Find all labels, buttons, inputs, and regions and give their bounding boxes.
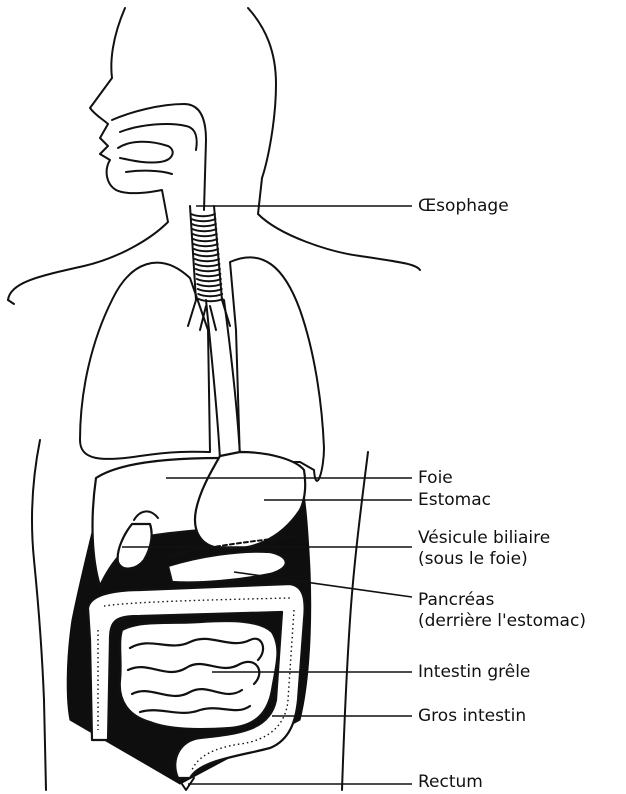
label-large-intestine: Gros intestin [418, 706, 526, 726]
label-pancreas-line2: (derrière l'estomac) [418, 611, 586, 631]
label-stomach: Estomac [418, 490, 491, 510]
label-pancreas-line1: Pancréas [418, 590, 494, 610]
label-liver: Foie [418, 468, 453, 488]
label-gallbladder-line2: (sous le foie) [418, 549, 528, 569]
label-gallbladder-line1: Vésicule biliaire [418, 528, 550, 548]
label-rectum: Rectum [418, 772, 483, 792]
label-esophagus: Œsophage [418, 196, 509, 216]
leader-pancreas [234, 572, 412, 597]
label-small-intestine: Intestin grêle [418, 662, 530, 682]
